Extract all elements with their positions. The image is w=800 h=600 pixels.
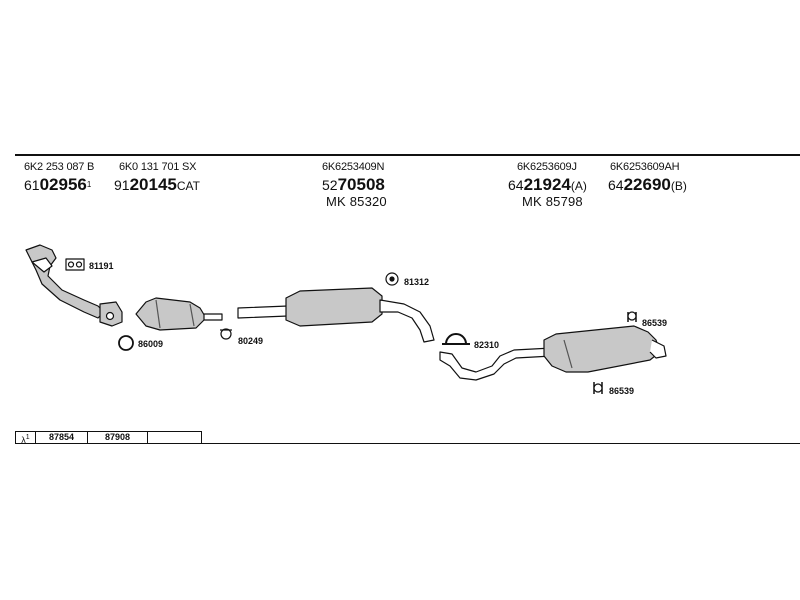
footer-cell-1: 87854 (36, 431, 88, 444)
rear-silencer-drawing (543, 325, 667, 373)
part-number-middle-silencer: 5270508 (322, 176, 385, 195)
lambda-sup: 1 (25, 434, 30, 441)
rear-pipe-drawing (439, 347, 553, 381)
ref-gasket-81191: 81191 (89, 261, 114, 271)
part-number-prefix: 91 (114, 177, 130, 193)
part-number-rear-silencer-a: 6421924(A) (508, 176, 587, 195)
part-number-prefix: 64 (508, 177, 524, 193)
ref-clamp-80249: 80249 (238, 336, 264, 346)
hanger-81312-drawing (385, 272, 399, 286)
ref-hanger-81312: 81312 (404, 277, 430, 287)
footer-cell-3 (148, 431, 201, 444)
ring-gasket-drawing (118, 335, 134, 351)
hanger-86539-top-drawing (627, 311, 637, 322)
part-number-sup: 1 (86, 180, 92, 189)
front-pipe-drawing (25, 244, 123, 327)
footer-table (15, 431, 202, 444)
part-number-main: 70508 (337, 175, 385, 194)
part-number-suffix: (B) (670, 179, 687, 193)
footer-lambda-cell: λ1 (16, 431, 36, 445)
part-number-suffix: (A) (570, 179, 587, 193)
top-divider-line (15, 154, 800, 156)
mk-number-middle-silencer: MK 85320 (326, 194, 387, 209)
part-number-front-pipe: 61029561 (24, 176, 91, 195)
gasket-81191-drawing (65, 258, 85, 271)
part-number-main: 22690 (623, 175, 671, 194)
part-number-catalyst: 9120145CAT (114, 176, 200, 195)
clamp-80249-drawing (220, 328, 232, 340)
part-number-main: 02956 (39, 175, 87, 194)
ref-clamp-82310: 82310 (474, 340, 500, 350)
part-number-rear-silencer-b: 6422690(B) (608, 176, 687, 195)
mk-number-rear-silencer-a: MK 85798 (522, 194, 583, 209)
ref-hanger-86539-top: 86539 (642, 318, 668, 328)
oe-number-rear-silencer-b: 6K6253609AH (610, 161, 680, 173)
middle-silencer-drawing (237, 287, 435, 343)
footer-cell-2: 87908 (88, 431, 148, 444)
lambda-symbol: λ (21, 435, 26, 445)
oe-number-middle-silencer: 6K6253409N (322, 161, 385, 173)
ref-ring-gasket-86009: 86009 (138, 339, 164, 349)
ref-hanger-86539-bottom: 86539 (609, 386, 635, 396)
oe-number-front-pipe: 6K2 253 087 B (24, 161, 95, 173)
part-number-prefix: 64 (608, 177, 624, 193)
catalyst-drawing (135, 297, 223, 331)
clamp-82310-drawing (442, 333, 470, 345)
oe-number-catalyst: 6K0 131 701 SX (119, 161, 197, 173)
hanger-86539-bottom-drawing (593, 382, 603, 394)
oe-number-rear-silencer-a: 6K6253609J (517, 161, 577, 173)
part-number-main: 20145 (129, 175, 177, 194)
part-number-prefix: 61 (24, 177, 40, 193)
part-number-prefix: 52 (322, 177, 338, 193)
part-number-main: 21924 (523, 175, 571, 194)
bottom-divider-line (15, 443, 800, 444)
part-number-suffix: CAT (176, 179, 200, 193)
